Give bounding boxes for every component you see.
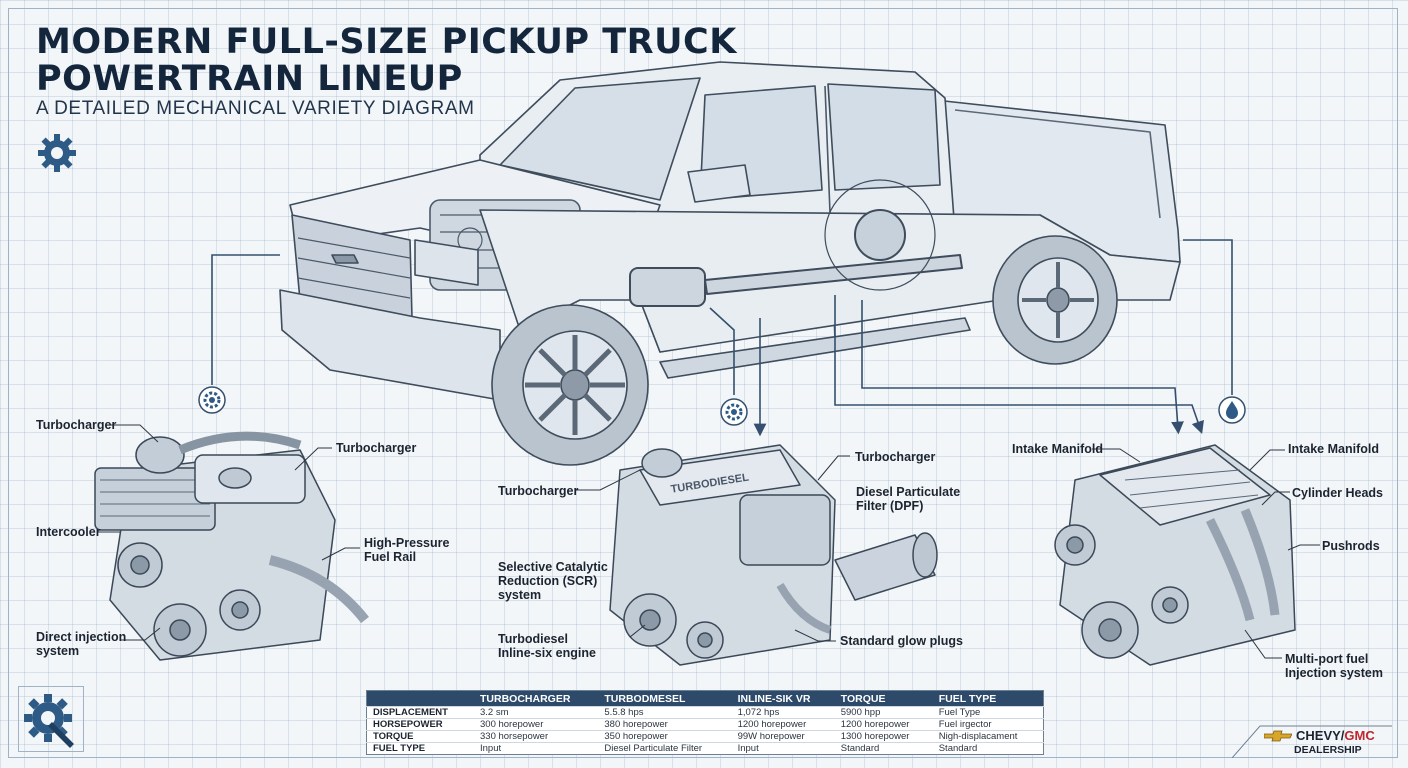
dealer-badge-frame <box>1232 725 1392 758</box>
header-cell: TORQUE <box>834 690 933 707</box>
table-cell: 1300 horepower <box>834 730 933 743</box>
table-cell: 5900 hpp <box>834 706 933 719</box>
table-row: TORQUE 330 horsepower 350 horepower 99W … <box>366 730 1044 743</box>
label-intercooler: Intercooler <box>36 525 101 539</box>
label-fuel-rail: High-Pressure Fuel Rail <box>364 536 450 564</box>
brand-chevy: CHEVY/ <box>1296 728 1345 743</box>
driveshaft <box>629 179 963 307</box>
label-turbocharger-center-b: Turbocharger <box>855 450 936 464</box>
brand-gmc: GMC <box>1344 728 1375 743</box>
label-dpf: Diesel Particulate Filter (DPF) <box>856 485 961 513</box>
headlight <box>414 239 479 286</box>
gear-icon <box>38 134 76 172</box>
label-multiport-injection: Multi-port fuel Injection system <box>1285 652 1383 680</box>
spec-table: TURBOCHARGER TURBODMESEL INLINE-SIK VR T… <box>366 690 1044 755</box>
row-header: TORQUE <box>366 730 474 743</box>
table-cell: Input <box>731 742 835 755</box>
left-engine <box>94 431 369 661</box>
table-cell: Standard <box>834 742 933 755</box>
windshield <box>499 77 701 201</box>
callout-lines <box>211 239 1233 437</box>
label-cylinder-heads: Cylinder Heads <box>1292 486 1384 500</box>
label-scr: Selective Catalytic Reduction (SCR) syst… <box>498 560 608 602</box>
gear-icon <box>720 398 748 426</box>
table-cell: Input <box>474 742 599 755</box>
header-cell <box>366 690 474 707</box>
rear-door-window <box>827 83 941 191</box>
table-cell: 5.5.8 hps <box>598 706 732 719</box>
table-cell: Standard <box>932 742 1044 755</box>
table-cell: 99W horepower <box>731 730 835 743</box>
label-pushrods: Pushrods <box>1322 539 1380 553</box>
title-line-1: MODERN FULL-SIZE PICKUP TRUCK <box>36 22 737 62</box>
label-turbocharger-left-a: Turbocharger <box>36 418 117 432</box>
label-turbodiesel-inline-six: Turbodiesel Inline-six engine <box>498 632 596 660</box>
title-line-2: POWERTRAIN LINEUP <box>36 59 463 99</box>
header-cell: FUEL TYPE <box>932 690 1044 707</box>
center-engine: TURBODIESEL <box>609 444 938 666</box>
table-cell: 1200 horepower <box>731 718 835 731</box>
table-cell: 1200 horepower <box>834 718 933 731</box>
label-intake-manifold-a: Intake Manifold <box>1012 442 1103 456</box>
header-cell: TURBODMESEL <box>598 690 732 707</box>
dealer-badge: CHEVY/GMC DEALERSHIP <box>1232 718 1392 758</box>
page-subtitle: A DETAILED MECHANICAL VARIETY DIAGRAM <box>36 98 475 119</box>
label-turbocharger-left-b: Turbocharger <box>336 441 417 455</box>
row-header: FUEL TYPE <box>366 742 474 755</box>
header-cell: INLINE-SIK VR <box>731 690 835 707</box>
table-cell: Diesel Particulate Filter <box>598 742 732 755</box>
label-glow-plugs: Standard glow plugs <box>840 634 963 648</box>
header-cell: TURBOCHARGER <box>474 690 599 707</box>
row-header: HORSEPOWER <box>366 718 474 731</box>
rear-wheel <box>992 235 1118 365</box>
spec-table-header: TURBOCHARGER TURBODMESEL INLINE-SIK VR T… <box>366 690 1044 707</box>
page-title: MODERN FULL-SIZE PICKUP TRUCK POWERTRAIN… <box>36 24 737 98</box>
running-board <box>659 317 971 379</box>
gear-icon <box>198 386 226 414</box>
wrench-gear-icon <box>18 686 84 752</box>
table-cell: 380 horepower <box>598 718 732 731</box>
leader-lines <box>98 424 1320 659</box>
side-mirror <box>687 164 751 203</box>
chevy-bowtie-icon <box>1264 730 1292 742</box>
front-wheel <box>491 304 649 466</box>
dealer-label: DEALERSHIP <box>1294 744 1362 756</box>
diagram-frame <box>8 8 1398 758</box>
table-cell: Fuel irgector <box>932 718 1044 731</box>
table-cell: 330 horsepower <box>474 730 599 743</box>
table-cell: 300 horepower <box>474 718 599 731</box>
table-row: FUEL TYPE Input Diesel Particulate Filte… <box>366 742 1044 755</box>
dpf-canister <box>834 532 938 601</box>
table-cell: 3.2 sm <box>474 706 599 719</box>
table-row: DISPLACEMENT 3.2 sm 5.5.8 hps 1,072 hps … <box>366 706 1044 719</box>
table-cell: 1,072 hps <box>731 706 835 719</box>
row-header: DISPLACEMENT <box>366 706 474 719</box>
label-intake-manifold-b: Intake Manifold <box>1288 442 1379 456</box>
table-cell: Fuel Type <box>932 706 1044 719</box>
table-cell: Nigh-displacament <box>932 730 1044 743</box>
dealer-brand: CHEVY/GMC <box>1296 728 1375 743</box>
table-cell: 350 horepower <box>598 730 732 743</box>
table-row: HORSEPOWER 300 horepower 380 horepower 1… <box>366 718 1044 731</box>
label-turbocharger-center-a: Turbocharger <box>498 484 579 498</box>
right-engine <box>1054 444 1296 666</box>
drop-icon <box>1218 396 1246 424</box>
pickup-truck <box>279 61 1181 466</box>
label-direct-injection: Direct injection system <box>36 630 127 658</box>
